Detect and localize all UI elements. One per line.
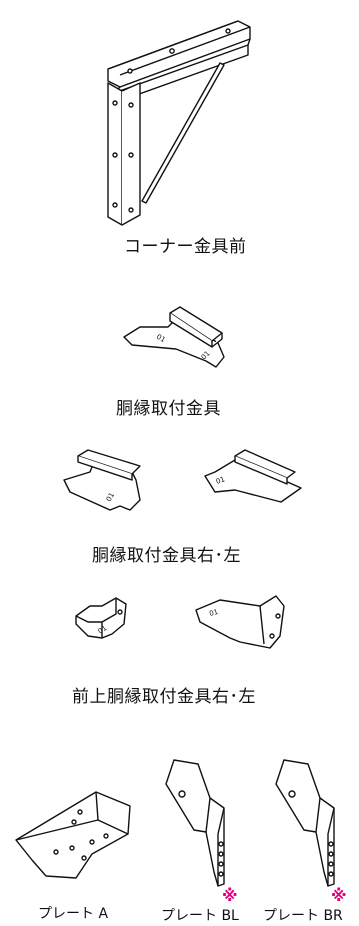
corner-bracket-label: コーナー金具前 [124,237,247,257]
svg-text:01: 01 [105,491,116,503]
plate-a-label: プレート A [38,906,109,922]
plate-br-figure [270,758,342,888]
front-upper-fitting-right-figure: 01 [72,592,132,642]
svg-text:01: 01 [200,349,212,361]
plate-bl-label: プレート BL [161,908,239,924]
front-upper-fitting-left-figure: 01 [180,592,285,652]
body-edge-fitting-left-figure: 01 [195,450,305,515]
svg-text:01: 01 [208,608,219,618]
plate-bl-mark: ※ [222,886,238,905]
plate-br-mark: ※ [331,886,347,905]
plate-br-label: プレート BR [263,908,343,924]
body-edge-fitting-right-figure: 01 [60,450,160,515]
body-edge-fitting-rl-label: 胴縁取付金具右･左 [92,546,241,566]
corner-bracket-figure [100,5,260,230]
plate-a-figure [12,782,134,882]
front-upper-fitting-rl-label: 前上胴縁取付金具右･左 [72,687,256,707]
svg-text:01: 01 [215,475,226,486]
body-edge-fitting-figure: 01 01 [120,305,235,370]
body-edge-fitting-label: 胴縁取付金具 [116,399,221,419]
svg-text:01: 01 [97,624,109,636]
svg-text:01: 01 [155,333,167,344]
plate-bl-figure [160,758,232,888]
